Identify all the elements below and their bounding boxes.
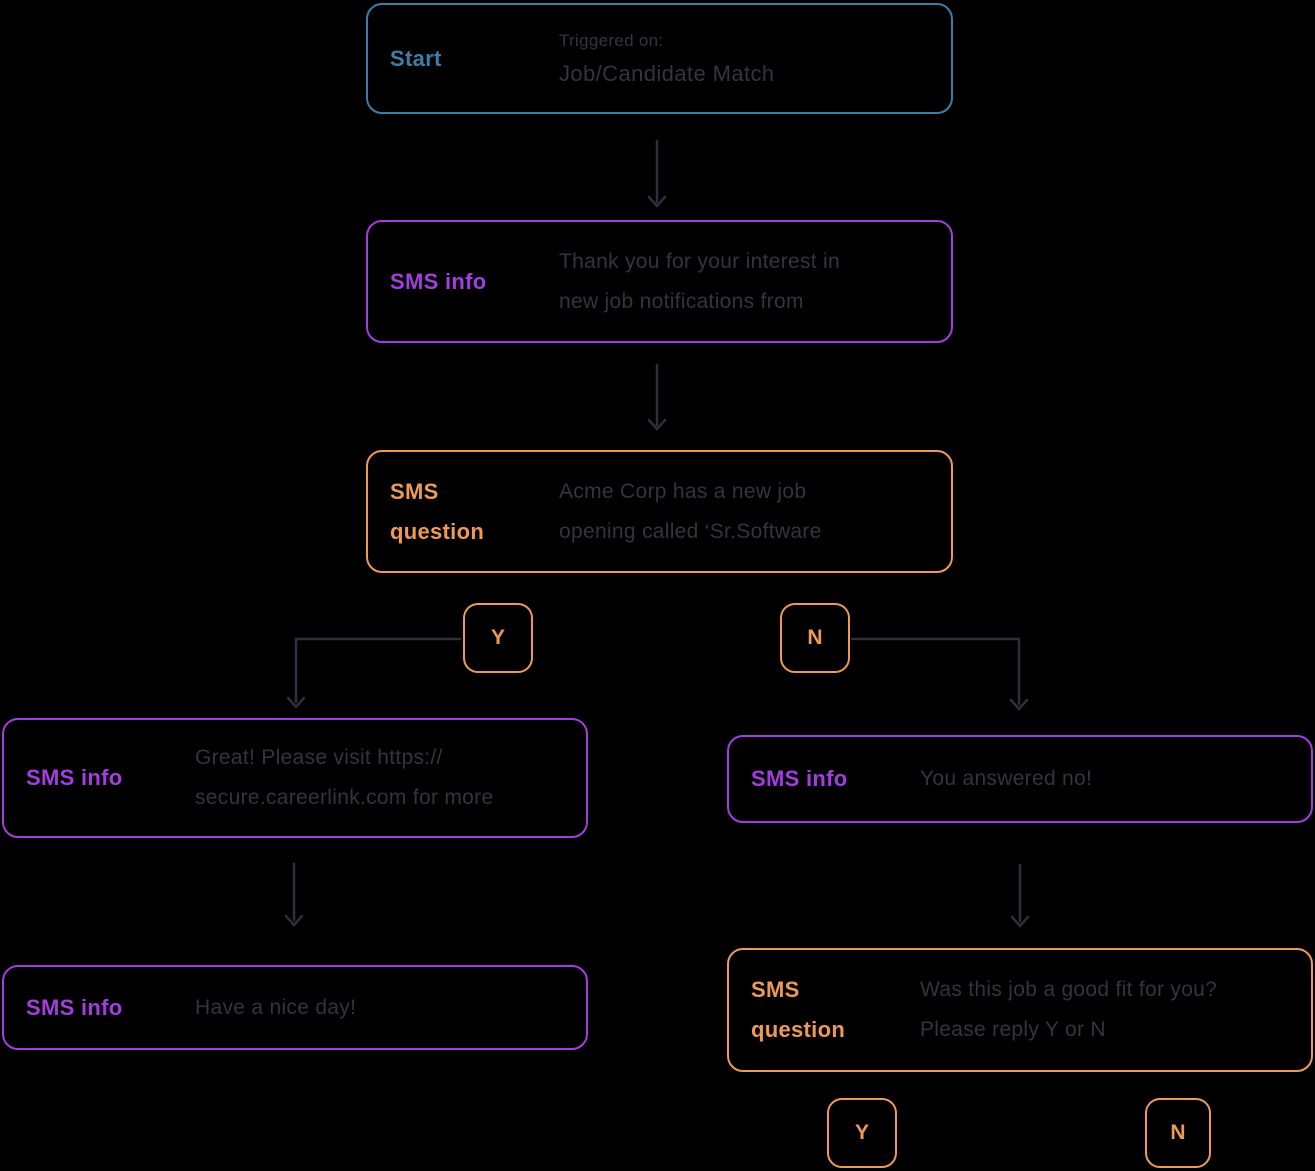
branch-yes-badge-top-label: Y xyxy=(490,626,505,649)
branch-yes-badge-top[interactable]: Y xyxy=(463,603,533,673)
sms-info-node-1[interactable]: SMS info Thank you for your interest in … xyxy=(366,220,953,343)
branch-no-badge-top[interactable]: N xyxy=(780,603,850,673)
sms-info-node-no-label: SMS info xyxy=(751,766,848,791)
sms-info-node-yes[interactable]: SMS info Great! Please visit https:// se… xyxy=(2,718,588,838)
start-trigger-block: Triggered on: Job/Candidate Match xyxy=(559,30,951,87)
trigger-prefix-text: Triggered on: xyxy=(559,31,664,50)
sms-info-node-day[interactable]: SMS info Have a nice day! xyxy=(2,965,588,1050)
connector-no-branch xyxy=(850,637,1029,711)
sms-question-node-2[interactable]: SMS question Was this job a good fit for… xyxy=(727,948,1313,1072)
branch-yes-badge-bottom[interactable]: Y xyxy=(827,1098,897,1168)
trigger-name-text: Job/Candidate Match xyxy=(559,61,775,86)
sms-question-node-2-label: SMS question xyxy=(751,977,846,1042)
sms-info-node-1-label: SMS info xyxy=(390,268,487,294)
sms-question-node-2-text: Was this job a good fit for you? Please … xyxy=(920,978,1218,1041)
connector-yes-branch xyxy=(286,637,462,709)
sms-question-node-1[interactable]: SMS question Acme Corp has a new job ope… xyxy=(366,450,953,573)
sms-info-node-day-label: SMS info xyxy=(26,994,123,1020)
sms-question-node-1-text: Acme Corp has a new job opening called ‘… xyxy=(559,479,822,543)
start-node[interactable]: Start Triggered on: Job/Candidate Match xyxy=(366,3,953,114)
connector-info-to-question xyxy=(647,363,667,431)
branch-no-badge-bottom[interactable]: N xyxy=(1145,1098,1211,1168)
start-node-label: Start xyxy=(390,45,442,71)
sms-info-node-day-text: Have a nice day! xyxy=(195,995,357,1019)
sms-info-node-yes-text: Great! Please visit https:// secure.care… xyxy=(195,746,494,809)
connector-yes-info-to-day xyxy=(284,862,304,927)
sms-info-node-no-text: You answered no! xyxy=(920,767,1093,790)
connector-no-info-to-question2 xyxy=(1010,863,1030,928)
sms-info-node-yes-label: SMS info xyxy=(26,765,123,790)
sms-info-node-no[interactable]: SMS info You answered no! xyxy=(727,735,1313,823)
branch-no-badge-bottom-label: N xyxy=(1170,1121,1186,1144)
connector-start-to-info xyxy=(647,139,667,208)
branch-no-badge-top-label: N xyxy=(807,626,823,649)
sms-info-node-1-text: Thank you for your interest in new job n… xyxy=(559,249,840,313)
sms-question-node-1-label: SMS question xyxy=(390,478,485,544)
branch-yes-badge-bottom-label: Y xyxy=(854,1121,869,1144)
